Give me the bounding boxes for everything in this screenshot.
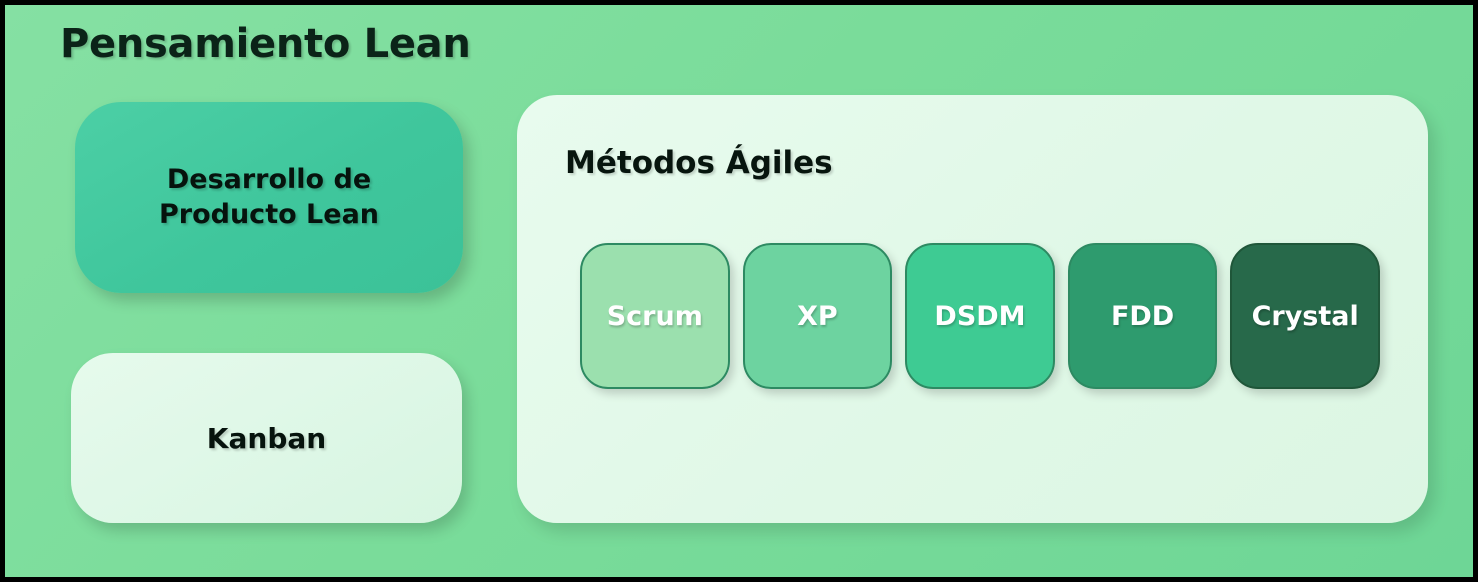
method-box-scrum[interactable]: Scrum [580, 243, 730, 389]
agile-methods-panel-title: Métodos Ágiles [565, 145, 833, 181]
page-title: Pensamiento Lean [60, 21, 471, 67]
agile-methods-panel: Métodos Ágiles Scrum XP DSDM FDD Crystal [517, 95, 1428, 523]
method-box-scrum-label: Scrum [606, 300, 703, 332]
card-lean-product-development[interactable]: Desarrollo de Producto Lean [75, 102, 463, 293]
method-box-xp[interactable]: XP [742, 243, 893, 389]
method-box-fdd-label: FDD [1110, 300, 1175, 332]
method-box-crystal-label: Crystal [1251, 300, 1359, 332]
agile-methods-row: Scrum XP DSDM FDD Crystal [580, 243, 1380, 389]
method-box-crystal[interactable]: Crystal [1230, 243, 1380, 389]
method-box-xp-label: XP [797, 300, 838, 332]
method-box-dsdm[interactable]: DSDM [905, 243, 1055, 389]
card-kanban-label: Kanban [206, 421, 327, 455]
method-box-fdd[interactable]: FDD [1067, 243, 1218, 389]
card-lean-product-development-label: Desarrollo de Producto Lean [158, 163, 380, 230]
card-kanban[interactable]: Kanban [71, 353, 462, 523]
method-box-dsdm-label: DSDM [934, 300, 1026, 332]
